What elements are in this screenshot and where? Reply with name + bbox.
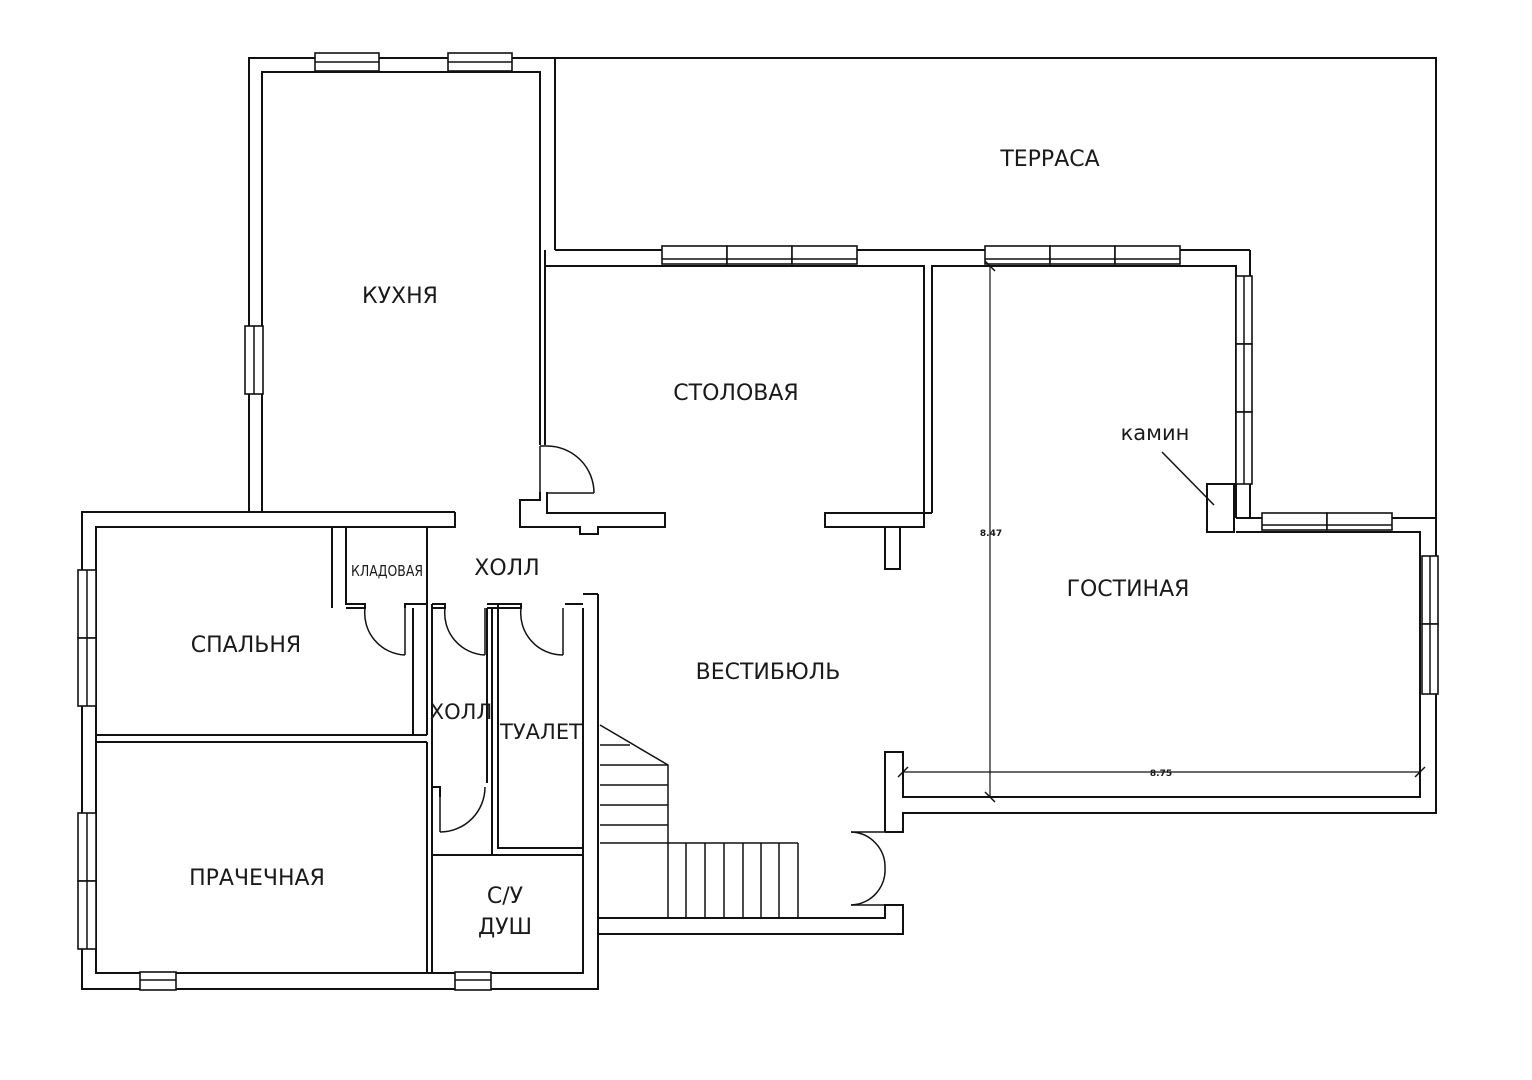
dining-door — [539, 445, 595, 494]
hall-door — [443, 607, 486, 656]
room-label-terrace: ТЕРРАСА — [999, 147, 1099, 172]
room-label-bath-line2: ДУШ — [478, 915, 532, 940]
dimension-height-label: 8.47 — [980, 529, 1002, 539]
kitchen-walls — [248, 57, 556, 513]
bedroom-windows — [77, 569, 97, 707]
entrance-door — [850, 831, 886, 906]
dining-walls — [519, 250, 1237, 570]
fireplace — [1161, 451, 1235, 533]
room-label-bath-line1: С/У — [487, 884, 524, 909]
room-label-kitchen: КУХНЯ — [362, 284, 438, 309]
living-windows-lower — [1261, 512, 1439, 695]
room-label-hall-mid: ХОЛЛ — [430, 700, 493, 724]
dining-windows — [661, 245, 858, 265]
room-label-bedroom: СПАЛЬНЯ — [191, 633, 301, 658]
room-label-toilet: ТУАЛЕТ — [499, 720, 582, 744]
toilet-door — [519, 607, 564, 656]
room-label-laundry: ПРАЧЕЧНАЯ — [189, 866, 325, 891]
bath-door — [439, 786, 486, 833]
terrace-outline — [554, 57, 1437, 518]
living-walls — [884, 517, 1437, 833]
bath-window — [454, 971, 492, 991]
living-windows-side — [1235, 275, 1253, 485]
room-label-hall-top: ХОЛЛ — [474, 556, 539, 581]
room-label-living: ГОСТИНАЯ — [1067, 577, 1190, 602]
room-label-dining: СТОЛОВАЯ — [673, 381, 798, 406]
dimension-width-label: 8.75 — [1150, 769, 1172, 779]
laundry-windows — [77, 812, 177, 991]
living-windows-top — [984, 245, 1181, 265]
fireplace-label: камин — [1121, 421, 1190, 445]
kitchen-window-left — [244, 325, 264, 395]
dimension-width-line — [897, 766, 1426, 778]
staircase — [599, 724, 799, 918]
dimension-height-line — [984, 260, 996, 803]
kitchen-window-top-2 — [447, 52, 513, 72]
room-label-vestibule: ВЕСТИБЮЛЬ — [696, 660, 841, 685]
kitchen-window-top-1 — [314, 52, 380, 72]
pantry-door — [363, 607, 406, 656]
room-label-pantry: КЛАДОВАЯ — [351, 562, 423, 580]
